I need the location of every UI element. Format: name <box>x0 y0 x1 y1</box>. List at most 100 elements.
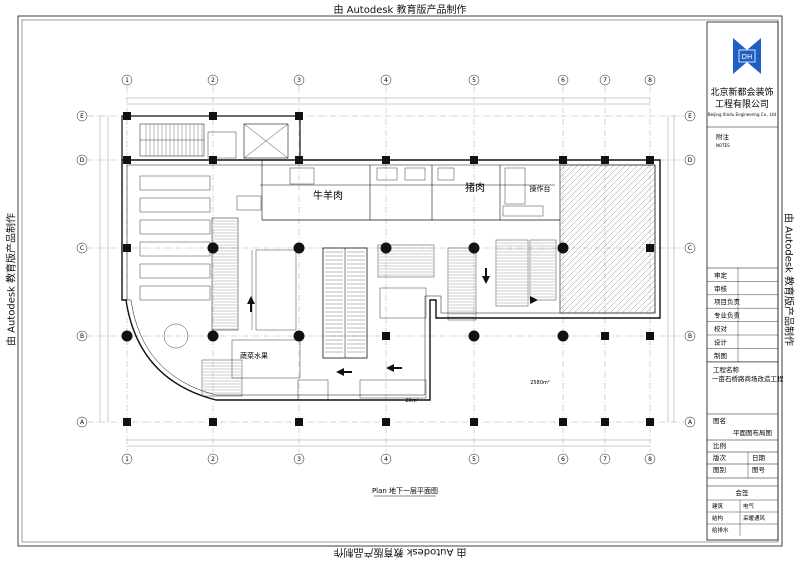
outer-border <box>17 15 783 547</box>
notes-sub: NOTES <box>716 143 730 148</box>
grid-bubble <box>293 453 305 465</box>
grid-bubble <box>76 110 88 122</box>
version-label: 版次 <box>713 453 727 462</box>
structural-columns <box>121 112 654 426</box>
signoff-item: 建筑 <box>712 502 724 510</box>
company-name-en: Beijing Xindu Engineering Co., Ltd <box>708 112 777 117</box>
grid-row-label: D <box>688 157 693 164</box>
grid-column-label: 1 <box>125 77 129 84</box>
logo-text: DH <box>742 53 753 61</box>
grid-bubble <box>557 74 569 86</box>
grid-column-label: 4 <box>384 456 388 463</box>
project-label: 工程名称 <box>713 365 740 374</box>
grid-bubble <box>76 242 88 254</box>
grid-bubble <box>380 453 392 465</box>
signoff-item: 采暖通风 <box>743 514 766 522</box>
grid-row-label: A <box>688 419 693 426</box>
grid-column-label: 6 <box>561 456 565 463</box>
column-square <box>559 156 567 164</box>
grid-bubble <box>76 154 88 166</box>
grid-row-label: B <box>688 333 692 340</box>
grid-bubble <box>684 110 696 122</box>
grid-bubble <box>684 242 696 254</box>
drawing-name: 平面图布局图 <box>733 428 772 437</box>
hatched-area <box>559 164 656 314</box>
grid-row-label: B <box>80 333 84 340</box>
role-label: 设计 <box>714 337 728 346</box>
grid-row-label: E <box>80 113 84 120</box>
autodesk-watermark-top: 由 Autodesk 教育版产品制作 <box>333 5 467 16</box>
column-round <box>468 242 480 254</box>
role-label: 专业负责 <box>714 311 741 320</box>
column-round <box>207 330 219 342</box>
grid-row-label: E <box>688 113 692 120</box>
project-name: 一亩石桥路商场改造工程 <box>712 374 784 383</box>
date-label: 日期 <box>752 454 766 462</box>
grid-column-label: 6 <box>561 77 565 84</box>
stair-treads <box>140 124 555 394</box>
column-square <box>646 418 654 426</box>
grid-column-label: 4 <box>384 77 388 84</box>
grid-column-label: 5 <box>472 77 476 84</box>
column-round <box>207 242 219 254</box>
column-square <box>601 418 609 426</box>
column-square <box>123 112 131 120</box>
label-area-large: 2580m² <box>530 380 550 386</box>
grid-column-label: 3 <box>297 456 301 463</box>
column-round <box>380 242 392 254</box>
grid-bubble <box>468 74 480 86</box>
signoff-item: 给排水 <box>712 526 729 534</box>
column-square <box>559 418 567 426</box>
grid-column-label: 7 <box>603 77 607 84</box>
notes-label: 附注 <box>716 132 730 141</box>
column-square <box>295 112 303 120</box>
column-square <box>382 332 390 340</box>
column-round <box>557 330 569 342</box>
column-square <box>382 156 390 164</box>
column-square <box>209 112 217 120</box>
grid-bubble <box>557 453 569 465</box>
grid-bubble <box>76 330 88 342</box>
grid-bubble <box>684 330 696 342</box>
title-block: DH 北京新都会装饰 工程有限公司 Beijing Xindu Engineer… <box>706 21 784 541</box>
signoff-item: 结构 <box>712 514 724 522</box>
column-square <box>601 156 609 164</box>
figure-label: 图别 <box>713 465 726 474</box>
column-square <box>209 156 217 164</box>
grid-bubble <box>121 74 133 86</box>
column-round <box>293 330 305 342</box>
company-name-line2: 工程有限公司 <box>715 98 769 110</box>
column-square <box>646 244 654 252</box>
grid-column-label: 2 <box>211 456 215 463</box>
signoff-item: 电气 <box>743 502 755 510</box>
plan-caption: Plan 地下一层平面图 <box>372 486 438 495</box>
column-round <box>468 330 480 342</box>
flow-arrows <box>247 268 538 376</box>
column-square <box>646 332 654 340</box>
grid-column-label: 2 <box>211 77 215 84</box>
grid-row-label: C <box>688 245 692 252</box>
role-label: 校对 <box>714 324 728 333</box>
label-area-small: 20m² <box>405 398 418 404</box>
role-label: 审定 <box>714 270 728 279</box>
sign-label: 会签 <box>736 488 750 497</box>
role-label: 审核 <box>714 284 728 293</box>
grid-row-label: A <box>80 419 85 426</box>
grid-column-label: 3 <box>297 77 301 84</box>
grid-row-label: D <box>80 157 85 164</box>
company-logo: DH <box>733 38 761 74</box>
drawing-label: 图名 <box>713 416 726 425</box>
column-square <box>646 156 654 164</box>
company-name-line1: 北京新都会装饰 <box>710 86 773 98</box>
grid-bubble <box>293 74 305 86</box>
building-outline <box>121 115 661 401</box>
column-square <box>123 418 131 426</box>
grid-bubble <box>644 453 656 465</box>
column-square <box>295 418 303 426</box>
column-square <box>382 418 390 426</box>
column-square <box>470 418 478 426</box>
grid-bubble <box>380 74 392 86</box>
